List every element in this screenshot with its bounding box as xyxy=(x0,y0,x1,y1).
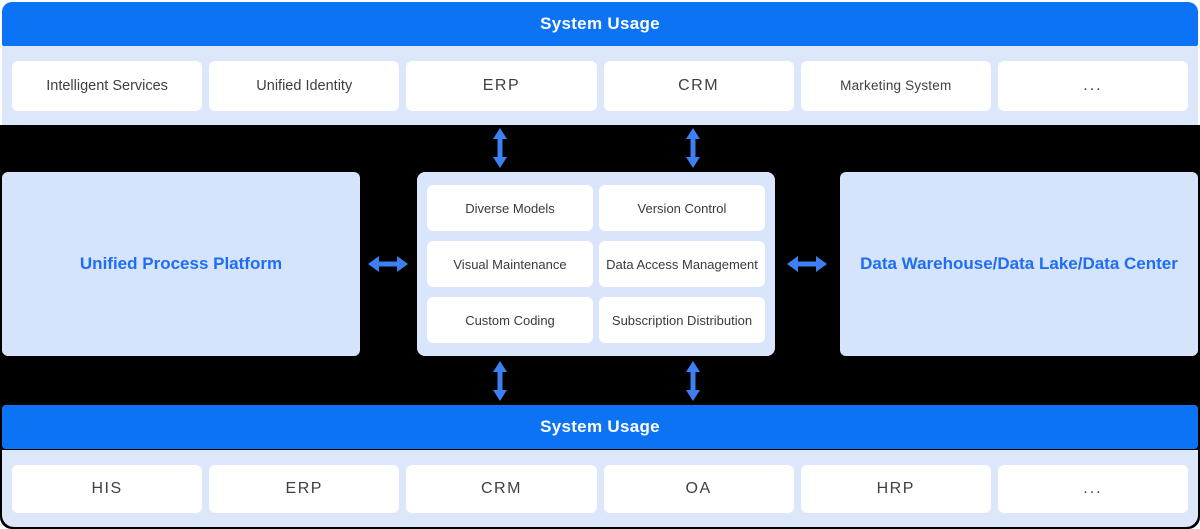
double-arrow-horizontal-icon xyxy=(787,256,827,272)
top-system-card-marketing-system: Marketing System xyxy=(800,60,991,111)
bottom-system-card-hrp: HRP xyxy=(800,464,991,513)
bottom-system-card-his: HIS xyxy=(12,464,203,513)
bottom-system-usage-header: System Usage xyxy=(2,405,1198,449)
capability-card-visual-maintenance: Visual Maintenance xyxy=(427,241,593,287)
bottom-system-card-oa: OA xyxy=(603,464,794,513)
bottom-systems-band: HIS ERP CRM OA HRP ... xyxy=(2,450,1198,527)
double-arrow-vertical-icon xyxy=(686,128,700,168)
top-system-card-erp: ERP xyxy=(406,60,597,111)
capability-card-version-control: Version Control xyxy=(599,185,765,231)
bottom-system-card-ellipsis: ... xyxy=(997,464,1189,513)
bottom-system-usage-title: System Usage xyxy=(540,417,660,436)
data-warehouse-label: Data Warehouse/Data Lake/Data Center xyxy=(860,254,1178,273)
capability-card-diverse-models: Diverse Models xyxy=(427,185,593,231)
top-system-card-intelligent-services: Intelligent Services xyxy=(12,60,203,111)
double-arrow-vertical-icon xyxy=(493,128,507,168)
capability-card-data-access-management: Data Access Management xyxy=(599,241,765,287)
unified-process-platform-box: Unified Process Platform xyxy=(2,172,360,356)
top-system-card-crm: CRM xyxy=(603,60,794,111)
top-systems-band: Intelligent Services Unified Identity ER… xyxy=(2,46,1198,125)
double-arrow-vertical-icon xyxy=(686,361,700,401)
top-system-usage-header: System Usage xyxy=(2,2,1198,46)
top-system-card-unified-identity: Unified Identity xyxy=(209,60,400,111)
bottom-system-card-erp: ERP xyxy=(209,464,400,513)
double-arrow-horizontal-icon xyxy=(368,256,408,272)
double-arrow-vertical-icon xyxy=(493,361,507,401)
top-system-usage-title: System Usage xyxy=(540,14,660,33)
capability-card-custom-coding: Custom Coding xyxy=(427,297,593,343)
capability-card-subscription-distribution: Subscription Distribution xyxy=(599,297,765,343)
data-warehouse-box: Data Warehouse/Data Lake/Data Center xyxy=(840,172,1198,356)
top-system-card-ellipsis: ... xyxy=(997,60,1189,111)
bottom-system-card-crm: CRM xyxy=(406,464,597,513)
unified-process-platform-label: Unified Process Platform xyxy=(79,254,283,273)
platform-capabilities-panel: Diverse Models Version Control Visual Ma… xyxy=(417,172,775,356)
